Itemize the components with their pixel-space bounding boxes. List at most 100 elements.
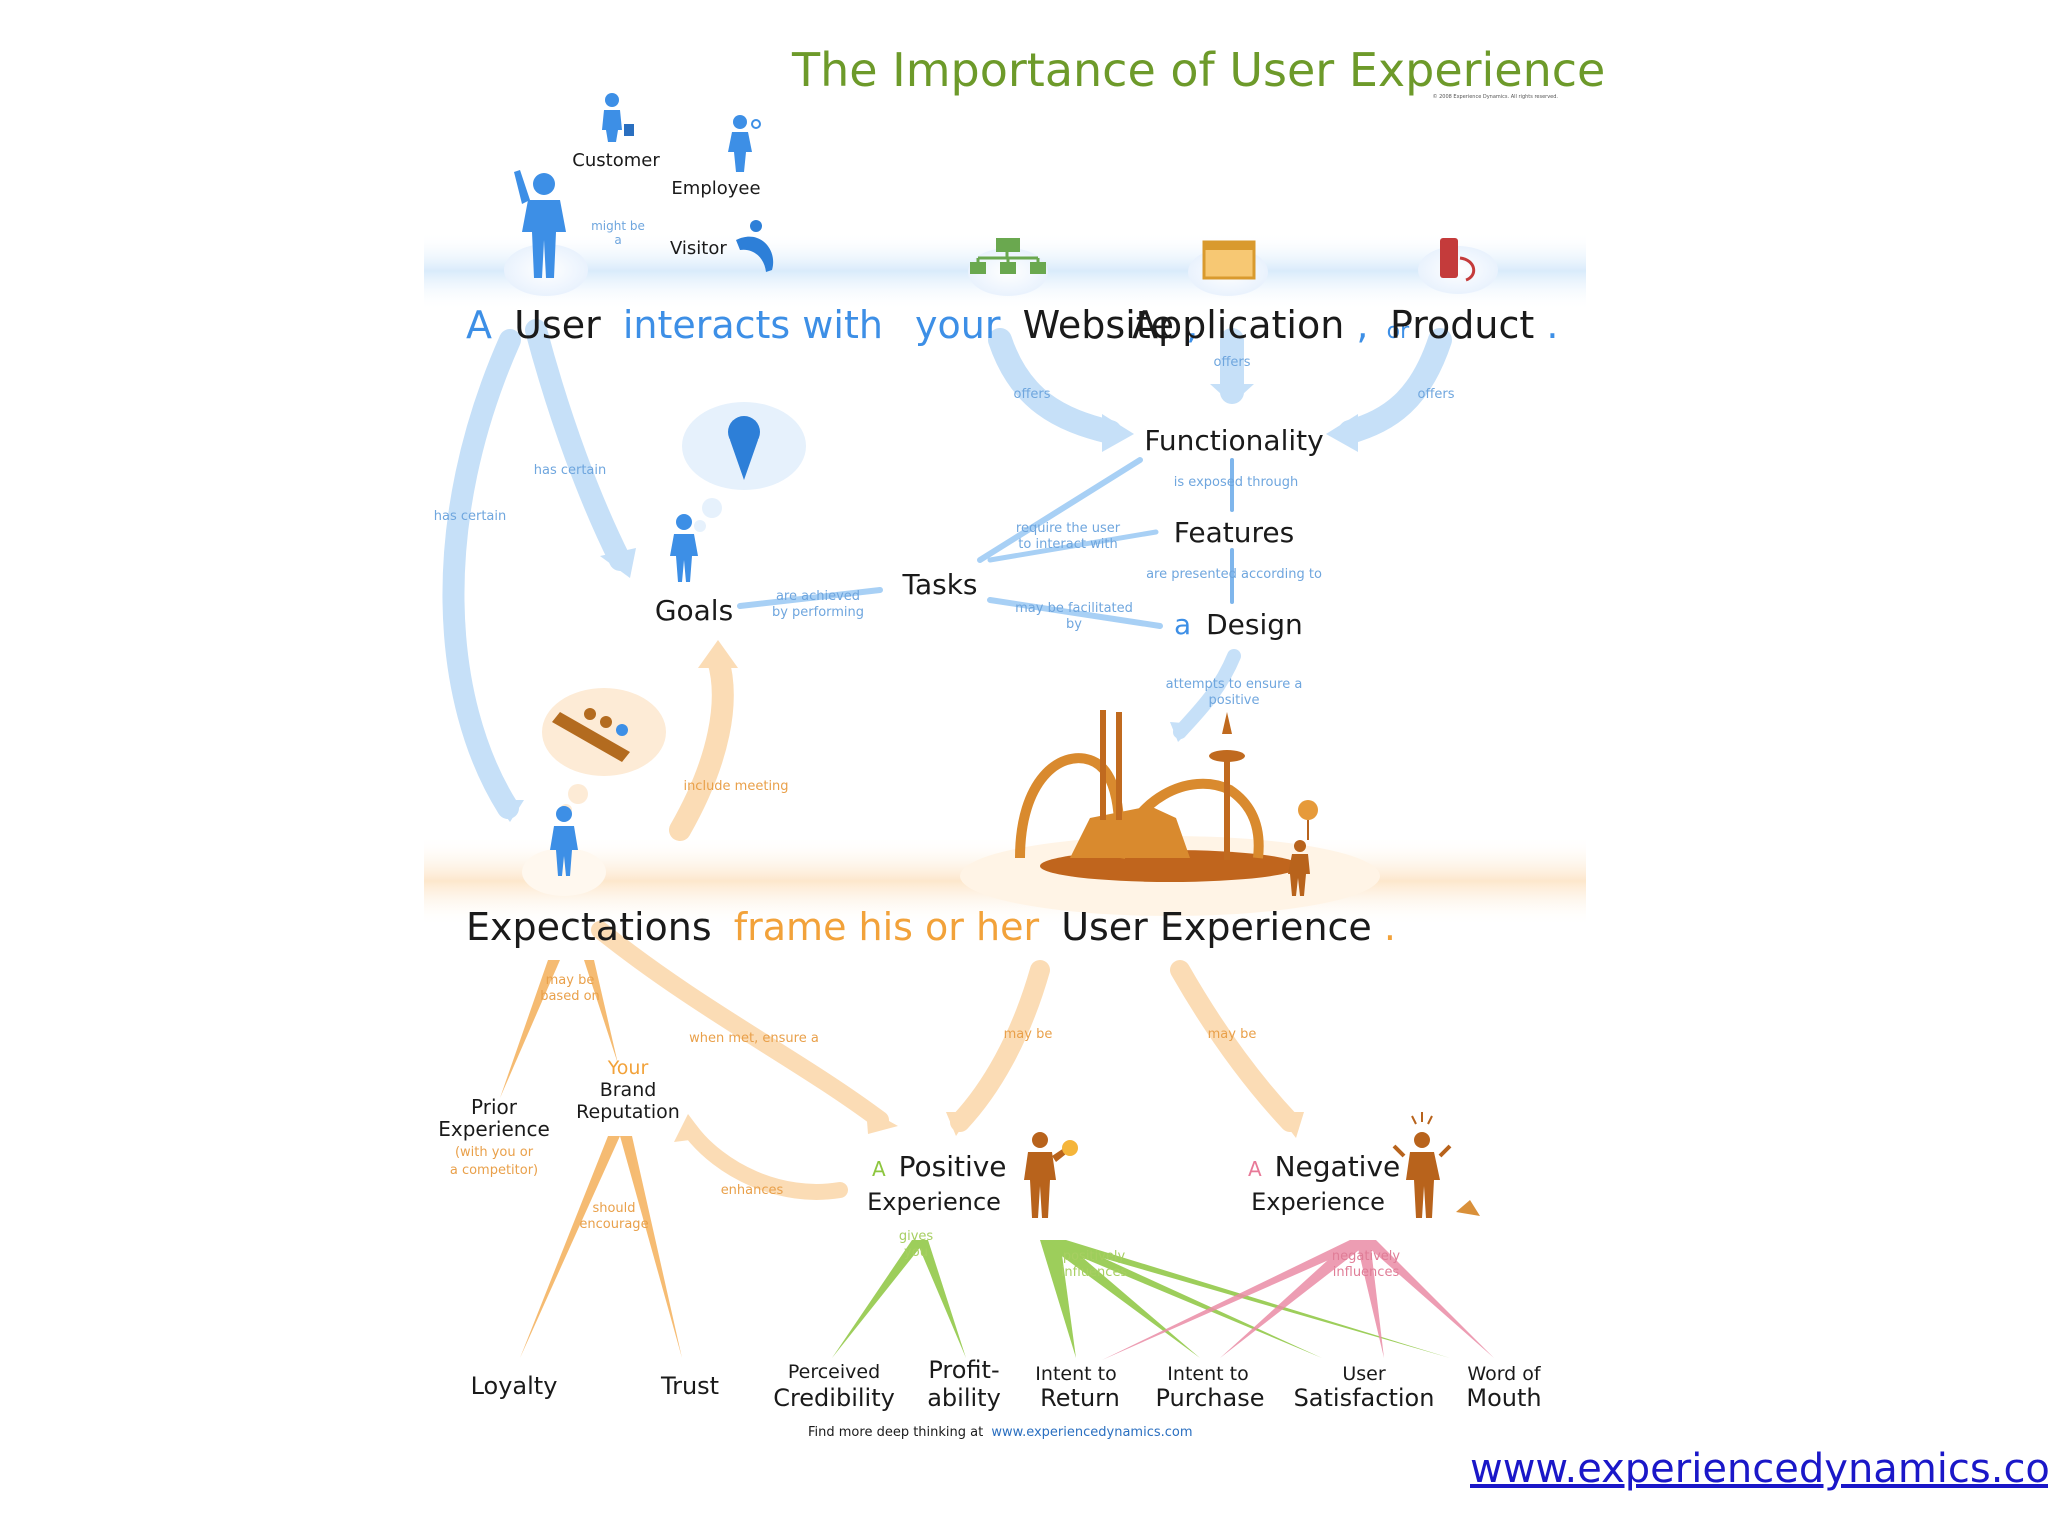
label-has-certain-1: has certain — [534, 463, 607, 478]
positive-experience-node: A Positive Experience — [867, 1150, 1006, 1216]
label-based-on-1: may be — [546, 973, 595, 988]
label-attempts-2: positive — [1209, 693, 1260, 708]
outcomes: Perceived Credibility Profit- ability In… — [773, 1356, 1542, 1412]
head-functionality-right — [1326, 414, 1358, 452]
prior-1: Prior — [471, 1095, 518, 1119]
exp-frame: frame his or her — [734, 905, 1040, 949]
brand-1: Your — [607, 1057, 649, 1079]
label-based-on-2: based on — [540, 989, 600, 1004]
outcome-satisfaction-1: User — [1342, 1363, 1385, 1385]
top-product: Product — [1390, 303, 1534, 347]
node-goals: Goals — [655, 594, 733, 627]
label-offers-mid: offers — [1213, 355, 1250, 370]
label-offers-right: offers — [1417, 387, 1454, 402]
website-link[interactable]: www.experiencedynamics.com — [1470, 1446, 2026, 1492]
top-application: Application — [1132, 303, 1344, 347]
label-presented: are presented according to — [1146, 567, 1322, 582]
design-a: a — [1174, 608, 1191, 641]
exp-ux: User Experience — [1061, 905, 1372, 949]
label-include-meeting: include meeting — [683, 779, 788, 794]
label-should-2: encourage — [579, 1217, 648, 1232]
top-user: User — [514, 303, 601, 347]
tri-trust — [620, 1136, 682, 1358]
outcome-purchase-2: Purchase — [1156, 1384, 1265, 1412]
label-achieved-2: by performing — [772, 605, 864, 620]
label-enhances: enhances — [721, 1183, 784, 1198]
pos-a: A — [872, 1157, 886, 1181]
negative-experience-node: A Negative Experience — [1248, 1150, 1400, 1216]
exp-expectations: Expectations — [466, 905, 712, 949]
prior-3: (with you or — [455, 1145, 534, 1160]
top-comma2: , — [1356, 303, 1368, 347]
pos-line-1: A Positive — [872, 1150, 1007, 1183]
window-icon — [1204, 242, 1254, 278]
top-line-2: Application , or — [1132, 303, 1410, 347]
node-features: Features — [1174, 516, 1294, 549]
head-functionality-left — [1102, 414, 1134, 452]
copyright: © 2008 Experience Dynamics. All rights r… — [1433, 93, 1559, 100]
label-facilitated-1: may be facilitated — [1015, 601, 1133, 616]
neg-a: A — [1248, 1157, 1262, 1181]
label-neg-infl-2: influences — [1333, 1265, 1400, 1280]
arrow-may-be-positive — [960, 970, 1040, 1122]
label-gives-2: you — [904, 1245, 928, 1260]
bubble-dot-1 — [568, 784, 588, 804]
node-tasks: Tasks — [901, 568, 977, 601]
bubble-dot-2 — [694, 520, 706, 532]
outcome-mouth-2: Mouth — [1466, 1384, 1541, 1412]
label-offers-left: offers — [1013, 387, 1050, 402]
outcome-credibility-2: Credibility — [773, 1384, 895, 1412]
node-loyalty: Loyalty — [471, 1372, 558, 1400]
label-attempts-1: attempts to ensure a — [1166, 677, 1303, 692]
label-require-1: require the user — [1016, 521, 1121, 536]
label-gives-1: gives — [899, 1229, 934, 1244]
exp-period: . — [1384, 905, 1396, 949]
label-should-1: should — [592, 1201, 635, 1216]
neg-line-1: A Negative — [1248, 1150, 1400, 1183]
pos-line-2: Experience — [867, 1188, 1001, 1216]
label-when-met: when met, ensure a — [689, 1031, 819, 1046]
outcome-return-1: Intent to — [1035, 1363, 1116, 1385]
node-trust: Trust — [660, 1372, 719, 1400]
page-title: The Importance of User Experience — [791, 43, 1605, 97]
neg-word: Negative — [1275, 1150, 1401, 1183]
arrow-user-to-goals — [536, 330, 620, 560]
arrow-website-to-functionality — [1000, 340, 1110, 432]
node-design: a Design — [1174, 608, 1303, 641]
label-might-be-1: might be — [591, 219, 645, 233]
label-require-2: to interact with — [1018, 537, 1117, 552]
brand-3: Reputation — [576, 1101, 680, 1123]
shopper-icon — [602, 93, 634, 142]
node-functionality: Functionality — [1144, 424, 1323, 457]
outcome-mouth-1: Word of — [1467, 1363, 1542, 1385]
top-period: . — [1546, 303, 1558, 347]
outcome-profit-2: ability — [927, 1384, 1001, 1412]
brand-2: Brand — [600, 1079, 657, 1101]
pink-connectors — [1102, 1240, 1494, 1360]
label-facilitated-2: by — [1066, 617, 1082, 632]
top-line-3: Product . — [1390, 303, 1558, 347]
label-customer: Customer — [572, 150, 660, 171]
outcome-purchase-1: Intent to — [1167, 1363, 1248, 1385]
label-is-exposed: is exposed through — [1174, 475, 1298, 490]
blue-labels: offers offers offers has certain has cer… — [434, 355, 1455, 708]
head-functionality-mid — [1210, 384, 1254, 404]
label-achieved-1: are achieved — [776, 589, 860, 604]
label-pos-infl-2: influences — [1061, 1265, 1128, 1280]
top-your: your — [915, 303, 1001, 347]
outcome-credibility-1: Perceived — [788, 1361, 880, 1383]
prior-2: Experience — [438, 1117, 550, 1141]
label-pos-infl-1: positively — [1063, 1249, 1126, 1264]
prior-4: a competitor) — [450, 1163, 538, 1178]
head-goals-up — [698, 640, 738, 668]
neg-line-2: Experience — [1251, 1188, 1385, 1216]
prior-experience-node: Prior Experience (with you or a competit… — [438, 1095, 550, 1178]
label-may-be-2: may be — [1208, 1027, 1257, 1042]
outcome-return-2: Return — [1040, 1384, 1120, 1412]
employee-icon — [728, 115, 760, 172]
footer-find-more: Find more deep thinking at — [808, 1425, 983, 1440]
label-neg-infl-1: negatively — [1332, 1249, 1400, 1264]
label-employee: Employee — [671, 178, 760, 199]
label-has-certain-2: has certain — [434, 509, 507, 524]
